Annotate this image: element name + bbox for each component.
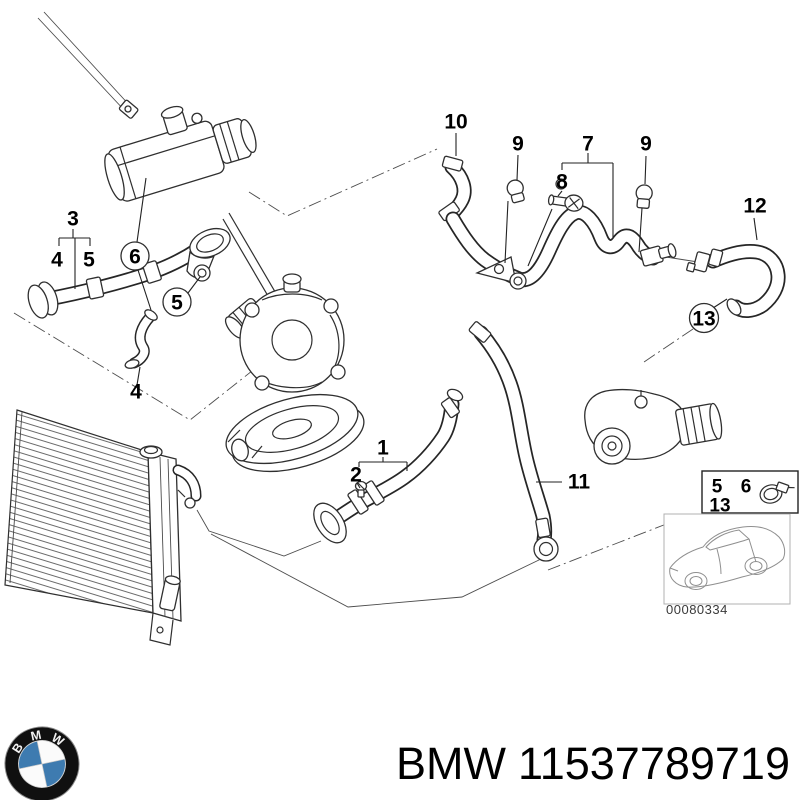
callout-11: 11 <box>568 471 591 494</box>
pulley <box>225 393 365 473</box>
sealing-ring <box>555 178 567 190</box>
hose-12 <box>686 244 786 318</box>
leader-lines <box>58 133 758 489</box>
callout-4-hose: 4 <box>130 381 142 404</box>
callout-3: 3 <box>67 208 79 231</box>
part-number: 11537789719 <box>518 738 790 789</box>
hose-clamp-icon <box>759 481 795 504</box>
logo-letter-m: M <box>29 728 42 744</box>
callout-10: 10 <box>444 111 467 134</box>
callouts: 3 4 5 6 5 4 10 9 7 8 9 12 13 1 2 11 <box>51 111 767 494</box>
radiator <box>4 409 202 646</box>
screw-2 <box>354 480 368 498</box>
brand-text: BMW <box>396 738 507 789</box>
callout-13-circled: 13 <box>692 308 715 331</box>
callout-6-circled: 6 <box>129 246 141 269</box>
hose-7 <box>445 204 677 290</box>
clamp-legend-box: 5 6 13 <box>701 470 799 517</box>
callout-9-right: 9 <box>640 133 652 156</box>
hose-1 <box>313 388 464 544</box>
callout-8: 8 <box>556 171 568 194</box>
hose-3 <box>27 242 205 319</box>
callout-2: 2 <box>350 464 362 487</box>
thermostat-housing <box>584 388 723 465</box>
callout-7: 7 <box>582 133 594 156</box>
callout-9-left: 9 <box>512 133 524 156</box>
water-pump <box>224 273 346 393</box>
callout-5-bracket: 5 <box>83 249 95 272</box>
inset-label-5: 5 <box>712 477 723 498</box>
callout-12: 12 <box>743 195 766 218</box>
hose-4 <box>124 309 158 369</box>
callout-5-circled: 5 <box>171 292 183 315</box>
thermostat-elbow <box>186 227 231 282</box>
car-thumbnail-box: 00080334 <box>663 513 791 617</box>
bmw-logo: B M W <box>4 726 80 800</box>
callout-4-bracket: 4 <box>51 249 63 272</box>
inset-label-13: 13 <box>709 496 730 517</box>
inset-label-6: 6 <box>741 477 752 498</box>
bolt-9-left <box>506 179 525 204</box>
callout-1: 1 <box>377 437 389 460</box>
heater-valve <box>37 11 257 202</box>
hose-10 <box>438 155 472 223</box>
diagram-code: 00080334 <box>666 602 728 617</box>
hose-11 <box>468 321 559 562</box>
screw-8 <box>547 194 584 212</box>
car-sketch <box>669 526 786 590</box>
bolt-9-right <box>635 184 653 209</box>
